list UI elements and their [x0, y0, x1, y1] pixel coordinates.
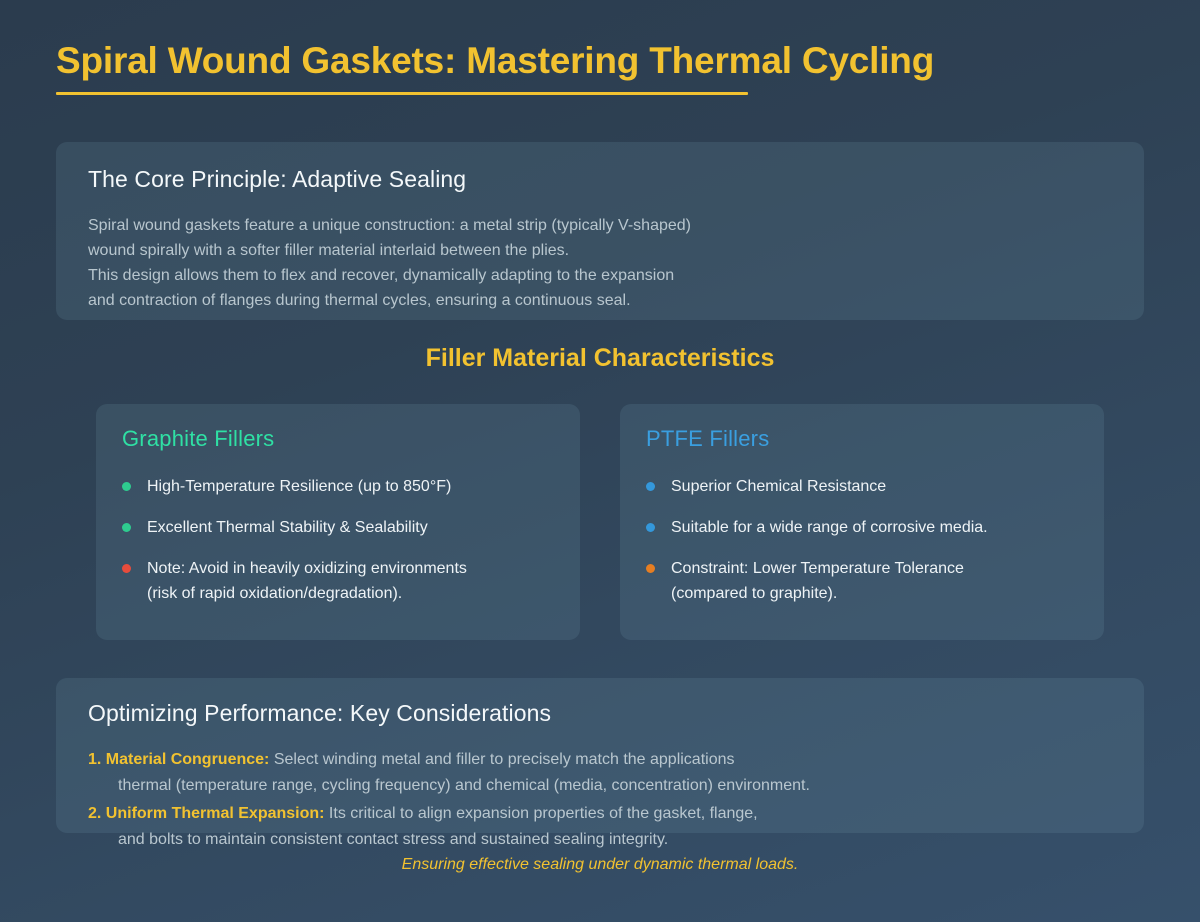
bullet-dot-icon — [646, 564, 655, 573]
list-item: Suitable for a wide range of corrosive m… — [646, 515, 1078, 540]
graphite-filler-title: Graphite Fillers — [122, 426, 275, 451]
graphite-filler-card: Graphite Fillers High-Temperature Resili… — [96, 404, 580, 640]
list-item: Note: Avoid in heavily oxidizing environ… — [122, 556, 554, 606]
page-title: Spiral Wound Gaskets: Mastering Thermal … — [56, 40, 935, 81]
optimizing-title: Optimizing Performance: Key Consideratio… — [88, 700, 552, 726]
core-principle-line: wound spirally with a softer filler mate… — [88, 242, 570, 259]
consideration-continuation: and bolts to maintain consistent contact… — [118, 831, 669, 848]
optimizing-performance-card: Optimizing Performance: Key Consideratio… — [56, 678, 1144, 848]
title-underline-rule — [56, 91, 748, 95]
list-item-line2: (risk of rapid oxidation/degradation). — [147, 585, 403, 602]
bullet-dot-icon — [646, 482, 655, 491]
list-item: Constraint: Lower Temperature Tolerance … — [646, 556, 1078, 606]
core-principle-card: The Core Principle: Adaptive Sealing Spi… — [56, 142, 1144, 320]
list-item-text: Suitable for a wide range of corrosive m… — [671, 515, 988, 540]
core-principle-line: Spiral wound gaskets feature a unique co… — [88, 217, 691, 234]
ptfe-filler-card: PTFE Fillers Superior Chemical Resistanc… — [620, 404, 1104, 640]
core-principle-title: The Core Principle: Adaptive Sealing — [88, 166, 467, 192]
list-item-line1: High-Temperature Resilience (up to 850°F… — [147, 478, 452, 495]
title-block: Spiral Wound Gaskets: Mastering Thermal … — [56, 40, 1146, 95]
list-item-line1: Note: Avoid in heavily oxidizing environ… — [147, 560, 467, 577]
list-item: Excellent Thermal Stability & Sealabilit… — [122, 515, 554, 540]
bullet-dot-icon — [122, 482, 131, 491]
list-item: High-Temperature Resilience (up to 850°F… — [122, 474, 554, 499]
ptfe-bullet-list: Superior Chemical Resistance Suitable fo… — [646, 474, 1078, 606]
consideration-text: Its critical to align expansion properti… — [324, 805, 758, 822]
list-item-text: Superior Chemical Resistance — [671, 474, 886, 499]
consideration-item: 1. Material Congruence: Select winding m… — [88, 747, 1112, 799]
list-item-line1: Superior Chemical Resistance — [671, 478, 887, 495]
bullet-dot-icon — [122, 523, 131, 532]
consideration-item: 2. Uniform Thermal Expansion: Its critic… — [88, 801, 1112, 853]
consideration-lead: 2. Uniform Thermal Expansion: — [88, 805, 325, 822]
bullet-dot-icon — [122, 564, 131, 573]
closing-note: Ensuring effective sealing under dynamic… — [401, 856, 799, 873]
filler-section-heading: Filler Material Characteristics — [425, 344, 775, 372]
list-item: Superior Chemical Resistance — [646, 474, 1078, 499]
core-principle-body: Spiral wound gaskets feature a unique co… — [88, 213, 1112, 313]
list-item-text: Constraint: Lower Temperature Tolerance … — [671, 556, 964, 606]
list-item-line1: Constraint: Lower Temperature Tolerance — [671, 560, 964, 577]
graphite-bullet-list: High-Temperature Resilience (up to 850°F… — [122, 474, 554, 606]
list-item-line2: (compared to graphite). — [671, 585, 838, 602]
consideration-lead: 1. Material Congruence: — [88, 751, 270, 768]
core-principle-line: and contraction of flanges during therma… — [88, 292, 631, 309]
consideration-text: Select winding metal and filler to preci… — [269, 751, 735, 768]
list-item-text: High-Temperature Resilience (up to 850°F… — [147, 474, 451, 499]
list-item-text: Excellent Thermal Stability & Sealabilit… — [147, 515, 428, 540]
list-item-line1: Suitable for a wide range of corrosive m… — [671, 519, 988, 536]
list-item-text: Note: Avoid in heavily oxidizing environ… — [147, 556, 467, 606]
bullet-dot-icon — [646, 523, 655, 532]
list-item-line1: Excellent Thermal Stability & Sealabilit… — [147, 519, 428, 536]
consideration-continuation: thermal (temperature range, cycling freq… — [118, 777, 810, 794]
ptfe-filler-title: PTFE Fillers — [646, 426, 770, 451]
core-principle-line: This design allows them to flex and reco… — [88, 267, 675, 284]
